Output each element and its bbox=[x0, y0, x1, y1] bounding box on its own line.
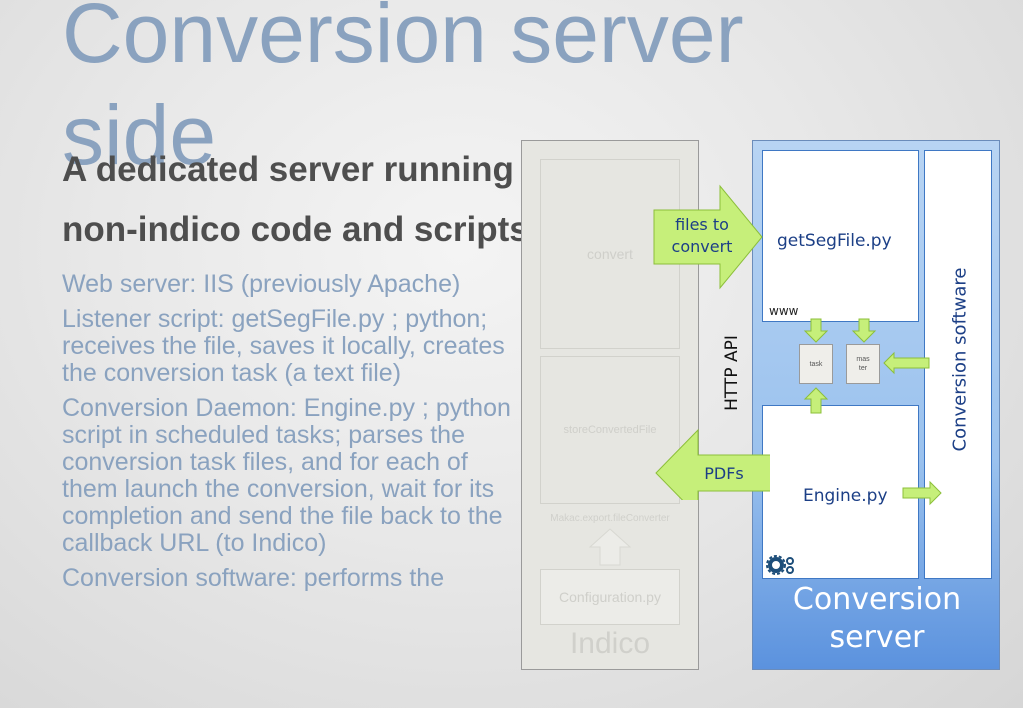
getsegfile-box: getSegFile.py www bbox=[762, 150, 919, 322]
master-line1: mas bbox=[856, 356, 870, 363]
arrow-software-to-master bbox=[883, 351, 930, 375]
arrow-www-to-task bbox=[803, 318, 829, 343]
files-to-convert-line1: files to bbox=[675, 215, 729, 234]
bullet-listener-script: Listener script: getSegFile.py ; python;… bbox=[62, 305, 505, 387]
arrow-engine-to-task bbox=[803, 387, 829, 414]
conversion-server-label-line2: server bbox=[829, 620, 925, 655]
files-to-convert-arrow bbox=[653, 184, 763, 290]
indico-panel: convert storeConvertedFile Makac.export.… bbox=[521, 140, 699, 670]
task-file-icon: task bbox=[799, 344, 833, 384]
indico-store-box: storeConvertedFile bbox=[540, 356, 680, 504]
transfer-arrows bbox=[653, 184, 770, 500]
gears-icon bbox=[766, 555, 794, 575]
slide-title: Conversion server side bbox=[62, 0, 962, 186]
getsegfile-label: getSegFile.py bbox=[777, 231, 892, 251]
indico-makac-label: Makac.export.fileConverter bbox=[550, 513, 670, 524]
conversion-software-box: Conversion software bbox=[924, 150, 992, 579]
engine-label: Engine.py bbox=[803, 486, 888, 506]
indico-label: Indico bbox=[569, 627, 651, 660]
arrow-www-to-master bbox=[851, 318, 877, 343]
files-to-convert-label: files to convert bbox=[656, 214, 748, 258]
bullet-conversion-daemon: Conversion Daemon: Engine.py ; python sc… bbox=[62, 394, 511, 557]
www-label: www bbox=[769, 304, 799, 318]
pdfs-arrow bbox=[655, 428, 770, 500]
pdfs-label: PDFs bbox=[704, 464, 744, 483]
engine-box: Engine.py bbox=[762, 405, 919, 579]
server-arrows bbox=[803, 318, 942, 506]
subtitle-line2: non-indico code and scripts bbox=[62, 210, 522, 249]
indico-convert-label: convert bbox=[587, 246, 633, 262]
subtitle-line1: A dedicated server running bbox=[62, 150, 514, 189]
conversion-server-label: Conversion server bbox=[753, 581, 1001, 657]
slide-title-line2: side bbox=[62, 88, 217, 182]
arrow-engine-to-software bbox=[902, 480, 942, 506]
files-to-convert-line2: convert bbox=[671, 237, 733, 256]
master-line2: ter bbox=[858, 365, 868, 372]
conversion-server-label-line1: Conversion bbox=[792, 582, 962, 617]
master-file-icon: mas ter bbox=[846, 344, 880, 384]
indico-config-box: Configuration.py bbox=[540, 569, 680, 625]
conversion-server-panel: getSegFile.py www Engine.py Conversion s… bbox=[752, 140, 1000, 670]
slide-title-line1: Conversion server bbox=[62, 0, 744, 80]
http-api-label: HTTP API bbox=[722, 335, 742, 411]
indico-store-label: storeConvertedFile bbox=[563, 424, 657, 436]
bullet-web-server: Web server: IIS (previously Apache) bbox=[62, 270, 461, 298]
bullet-conversion-software: Conversion software: performs the bbox=[62, 564, 445, 592]
indico-up-arrow bbox=[588, 528, 632, 566]
bullet-list: Web server: IIS (previously Apache) List… bbox=[62, 271, 512, 600]
indico-config-label: Configuration.py bbox=[559, 589, 661, 605]
